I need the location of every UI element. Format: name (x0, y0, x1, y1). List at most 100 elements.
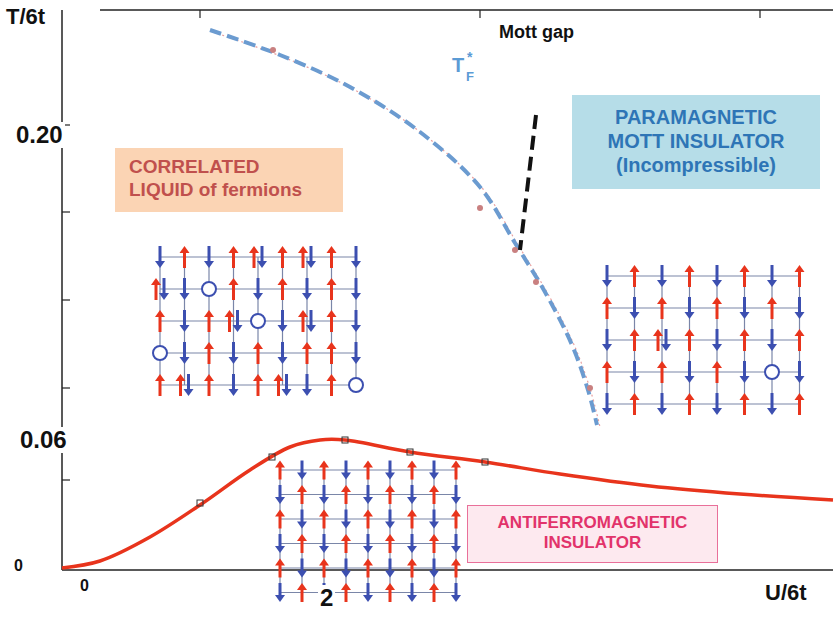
arrow-head (451, 510, 461, 517)
arrow-head (630, 265, 640, 272)
spin-arrow (345, 510, 348, 524)
spin-arrow (633, 334, 636, 351)
arrow-head (204, 342, 214, 349)
spin-arrow (355, 342, 358, 359)
arrow-head (298, 310, 308, 317)
tick-label: 0 (14, 558, 23, 574)
arrow-head (155, 374, 165, 381)
spin-arrow (606, 393, 609, 410)
spin-arrow (716, 265, 719, 282)
arrow-head (740, 312, 750, 319)
spin-arrow (367, 583, 370, 597)
spin-arrow (285, 374, 288, 391)
arrow-head (327, 278, 337, 285)
spin-arrow (257, 347, 260, 364)
arrow-head (767, 344, 777, 351)
mott-gap-line (520, 115, 536, 250)
spin-arrow (688, 297, 691, 314)
spin-arrow (279, 466, 282, 480)
curve-label-subscript: F (466, 70, 474, 83)
hole (202, 282, 216, 296)
arrow-head (712, 361, 722, 368)
spin-arrow (323, 534, 326, 548)
lattice-bond (159, 257, 160, 385)
lattice-bond (233, 257, 234, 385)
region-name: (Incompressible) (600, 153, 792, 177)
spin-arrow (743, 334, 746, 351)
arrow-head (712, 344, 722, 351)
arrow-head (341, 522, 351, 529)
arrow-head (602, 297, 612, 304)
spin-arrow (455, 515, 458, 529)
spin-arrow (330, 283, 333, 300)
spin-arrow (389, 559, 392, 573)
arrow-head (451, 546, 461, 553)
spin-arrow (257, 278, 260, 295)
lattice (151, 246, 363, 396)
arrow-head (407, 497, 417, 504)
arrow-head (363, 595, 373, 602)
spin-arrow (330, 315, 333, 332)
axes-frame (62, 10, 833, 570)
arrow-head (630, 393, 640, 400)
tick-marks (62, 10, 760, 480)
spin-arrow (310, 246, 313, 263)
y-tick (62, 479, 70, 480)
data-square (269, 454, 275, 460)
spin-arrow (716, 302, 719, 319)
spin-arrow (688, 361, 691, 378)
spin-arrow (281, 342, 284, 359)
spin-arrow (232, 251, 235, 268)
spin-arrow (771, 265, 774, 282)
spin-arrow (661, 393, 664, 410)
spin-arrow (306, 278, 309, 295)
tick-label: 0 (80, 578, 89, 594)
spin-arrow (743, 270, 746, 287)
region-name: PARAMAGNETIC MOTT INSULATOR (600, 105, 792, 153)
spin-arrow (232, 342, 235, 359)
arrow-head (319, 497, 329, 504)
spin-arrow (323, 485, 326, 499)
arrow-head (275, 546, 285, 553)
arrow-head (385, 522, 395, 529)
spin-arrow (433, 559, 436, 573)
spin-arrow (661, 366, 664, 383)
data-square (482, 459, 488, 465)
tick-label: 0.20 (14, 122, 65, 148)
arrow-head (602, 361, 612, 368)
arrow-head (297, 571, 307, 578)
spin-arrow (345, 461, 348, 475)
arrow-head (184, 389, 194, 396)
arrow-head (275, 595, 285, 602)
lattice-bond (799, 276, 800, 404)
arrow-head (298, 246, 308, 253)
spin-arrow (163, 278, 166, 295)
spin-arrow (367, 564, 370, 578)
arrow-head (712, 280, 722, 287)
arrow-head (385, 473, 395, 480)
spin-arrow (228, 315, 231, 332)
spin-arrow (301, 588, 304, 602)
arrow-head (685, 393, 695, 400)
region-label-box: ANTIFERROMAGNETIC INSULATOR (467, 505, 718, 563)
arrow-head (341, 583, 351, 590)
x-axis (62, 569, 833, 571)
tick-label: 2 (318, 585, 335, 611)
arrow-head (278, 246, 288, 253)
spin-arrow (301, 559, 304, 573)
arrow-head (451, 461, 461, 468)
arrow-head (385, 583, 395, 590)
spin-arrow (389, 539, 392, 553)
arrow-head (302, 389, 312, 396)
spin-arrow (330, 251, 333, 268)
spin-arrow (411, 583, 414, 597)
spin-arrow (661, 265, 664, 282)
arrow-head (306, 325, 316, 332)
spin-arrow (187, 374, 190, 391)
x-tick (199, 10, 200, 18)
arrow-head (429, 534, 439, 541)
data-point (477, 205, 483, 211)
spin-arrow (433, 461, 436, 475)
spin-arrow (716, 366, 719, 383)
curve-label: T (452, 55, 464, 75)
